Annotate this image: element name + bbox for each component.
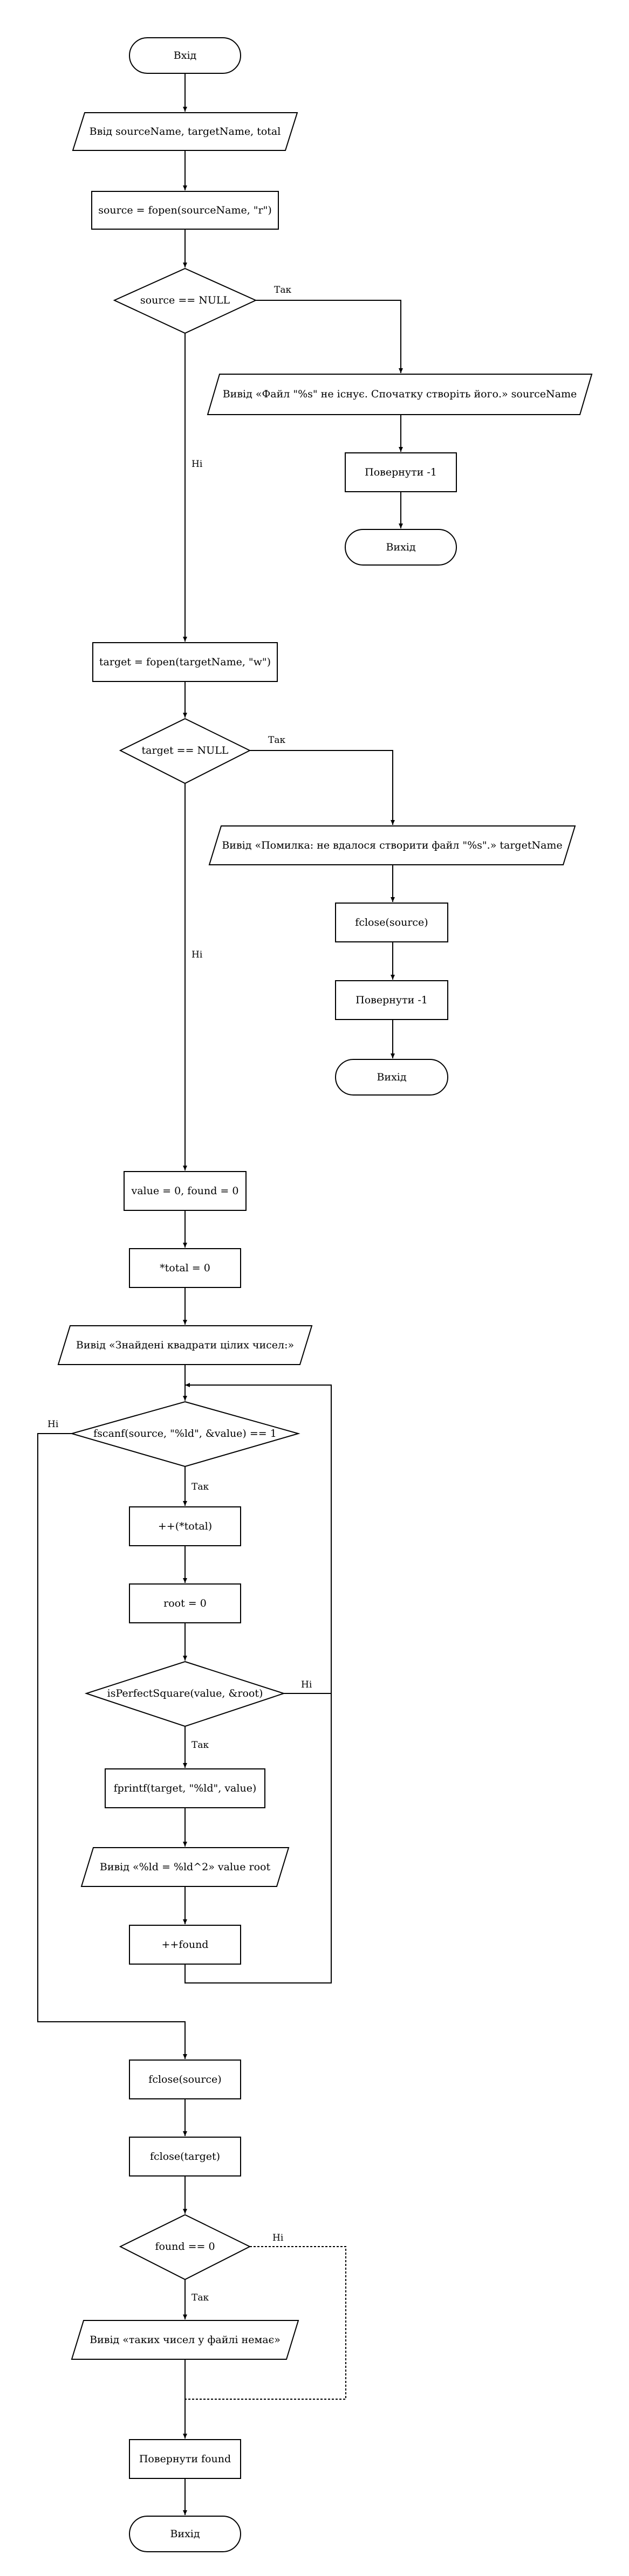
process-init-total: *total = 0 — [129, 1248, 241, 1288]
process-inc-total-label: ++(*total) — [158, 1520, 212, 1532]
decision-source-null-label: source == NULL — [140, 294, 230, 306]
process-close-tgt-label: fclose(target) — [150, 2151, 220, 2162]
io-input-args-label: Ввід sourceName, targetName, total — [90, 126, 281, 137]
process-open-source-label: source = fopen(sourceName, "r") — [98, 204, 272, 216]
process-close-src2-label: fclose(source) — [148, 2074, 221, 2085]
label-no-target: Ні — [192, 949, 203, 960]
process-close-src2: fclose(source) — [129, 2060, 241, 2099]
process-inc-total: ++(*total) — [129, 1506, 241, 1546]
edge-loop-no — [37, 1433, 187, 2059]
edge-check-target-yes — [250, 750, 395, 825]
label-yes-source: Так — [274, 285, 291, 295]
edges — [37, 73, 403, 2515]
decision-target-null-label: target == NULL — [142, 745, 229, 756]
process-write-val: fprintf(target, "%ld", value) — [105, 1768, 265, 1808]
terminal-end1: Вихід — [345, 529, 457, 566]
io-input-args: Ввід sourceName, targetName, total — [72, 112, 298, 151]
process-open-target: target = fopen(targetName, "w") — [92, 642, 278, 682]
decision-check-square: isPerfectSquare(value, &root) — [84, 1661, 286, 1727]
decision-check-square-label: isPerfectSquare(value, &root) — [107, 1688, 263, 1699]
process-inc-found: ++found — [129, 1925, 241, 1965]
terminal-end3: Вихід — [129, 2516, 241, 2552]
edge-check-found-no — [185, 2246, 346, 2400]
edge-labels: Так Ні Так Ні Ні Так Ні Так Ні Так — [47, 285, 312, 2303]
io-print-header-label: Вивід «Знайдені квадрати цілих чисел:» — [76, 1339, 294, 1351]
process-init-vals-label: value = 0, found = 0 — [131, 1185, 239, 1197]
io-err-target: Вивід «Помилка: не вдалося створити файл… — [208, 825, 576, 865]
process-ret2: Повернути -1 — [335, 980, 448, 1020]
terminal-end2: Вихід — [335, 1059, 448, 1096]
label-no-loop: Ні — [47, 1419, 59, 1430]
label-yes-found: Так — [192, 2292, 209, 2303]
edge-check-source-yes — [256, 300, 403, 373]
process-open-source: source = fopen(sourceName, "r") — [91, 191, 279, 230]
decision-target-null: target == NULL — [119, 718, 251, 784]
process-inc-found-label: ++found — [162, 1939, 209, 1951]
process-ret-found-label: Повернути found — [139, 2453, 231, 2465]
terminal-end1-label: Вихід — [386, 541, 415, 553]
decision-loop-cond: fscanf(source, "%ld", &value) == 1 — [70, 1401, 300, 1468]
process-ret2-label: Повернути -1 — [355, 994, 428, 1006]
edge-inc-found-loop — [184, 1693, 332, 1983]
process-close-src1: fclose(source) — [335, 903, 448, 942]
process-open-target-label: target = fopen(targetName, "w") — [99, 656, 271, 668]
label-no-found: Ні — [272, 2233, 284, 2243]
decision-source-null: source == NULL — [113, 267, 257, 334]
io-print-none: Вивід «таких чисел у файлі немає» — [71, 2320, 299, 2360]
process-close-src1-label: fclose(source) — [355, 917, 428, 928]
decision-check-found: found == 0 — [119, 2214, 251, 2281]
process-close-tgt: fclose(target) — [129, 2137, 241, 2176]
io-print-square: Вивід «%ld = %ld^2» value root — [80, 1847, 290, 1887]
decision-loop-cond-label: fscanf(source, "%ld", &value) == 1 — [93, 1428, 277, 1439]
nodes: Вхід Ввід sourceName, targetName, total … — [57, 37, 593, 2552]
io-print-square-label: Вивід «%ld = %ld^2» value root — [100, 1861, 271, 1873]
decision-check-found-label: found == 0 — [155, 2241, 215, 2253]
label-yes-loop: Так — [192, 1482, 209, 1492]
process-ret-found: Повернути found — [129, 2439, 241, 2479]
io-print-none-label: Вивід «таких чисел у файлі немає» — [90, 2334, 281, 2346]
process-init-root: root = 0 — [129, 1583, 241, 1623]
process-ret1-label: Повернути -1 — [365, 466, 437, 478]
process-write-val-label: fprintf(target, "%ld", value) — [114, 1782, 257, 1794]
terminal-end3-label: Вихід — [170, 2528, 200, 2540]
io-err-target-label: Вивід «Помилка: не вдалося створити файл… — [222, 839, 562, 851]
io-err-source-label: Вивід «Файл "%s" не існує. Спочатку ство… — [223, 388, 577, 400]
label-no-square: Ні — [301, 1679, 312, 1690]
io-err-source: Вивід «Файл "%s" не існує. Спочатку ство… — [207, 374, 593, 415]
io-print-header: Вивід «Знайдені квадрати цілих чисел:» — [57, 1325, 313, 1365]
terminal-start-label: Вхід — [174, 50, 196, 61]
label-yes-target: Так — [268, 735, 285, 746]
edge-check-square-no — [185, 1383, 332, 1694]
process-init-vals: value = 0, found = 0 — [124, 1171, 247, 1211]
terminal-end2-label: Вихід — [377, 1071, 406, 1083]
process-ret1: Повернути -1 — [345, 452, 457, 492]
terminal-start: Вхід — [129, 37, 241, 74]
label-yes-square: Так — [192, 1740, 209, 1751]
process-init-total-label: *total = 0 — [160, 1262, 210, 1274]
label-no-source: Ні — [192, 459, 203, 470]
process-init-root-label: root = 0 — [163, 1597, 207, 1609]
